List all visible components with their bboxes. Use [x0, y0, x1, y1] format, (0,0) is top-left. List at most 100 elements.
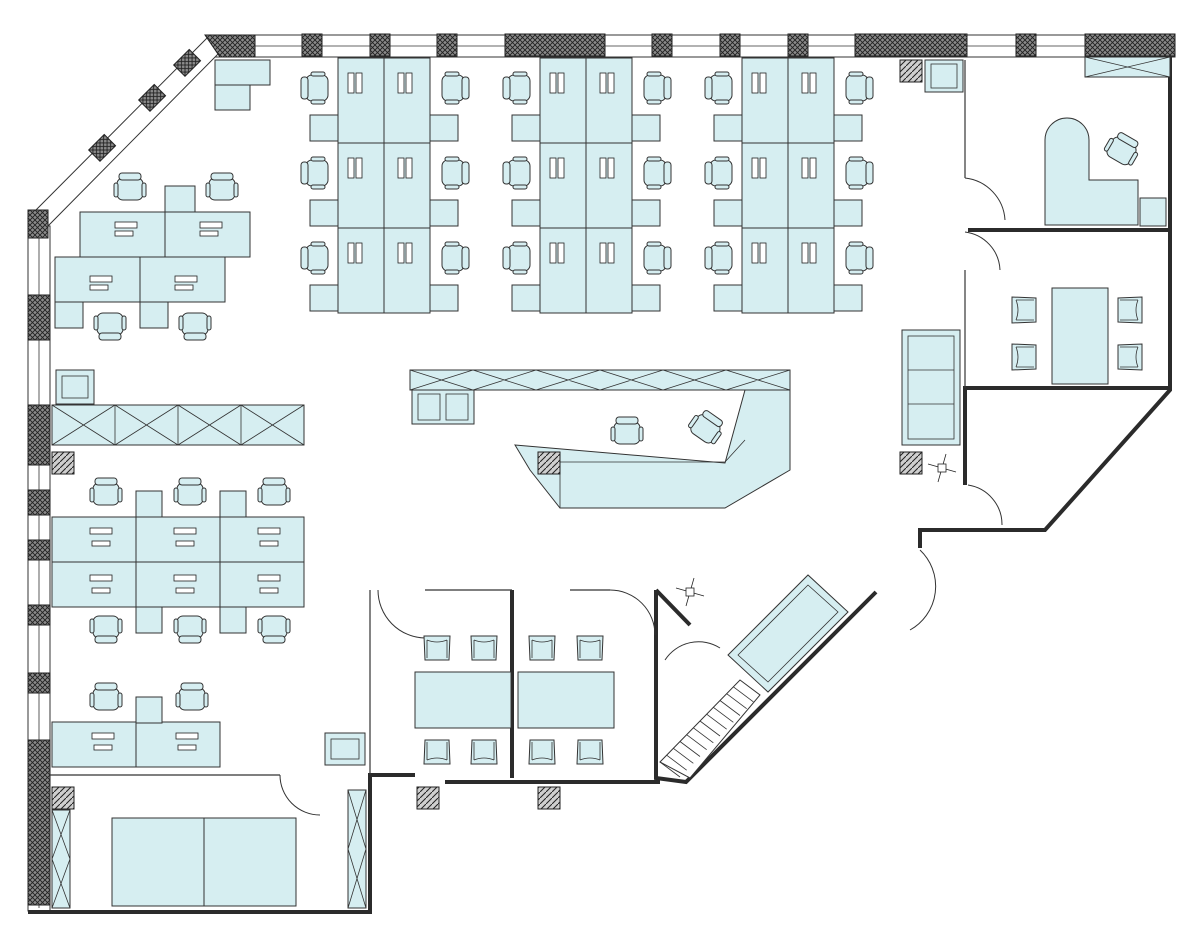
monitor-icon	[599, 157, 607, 179]
monitor-icon	[759, 242, 767, 264]
desk-icon	[511, 114, 541, 142]
chair-icon	[173, 477, 207, 506]
small-cabinets	[55, 59, 964, 766]
monitor-icon	[801, 157, 809, 179]
chair-icon	[643, 156, 672, 190]
monitor-icon	[89, 574, 113, 582]
desk-icon	[741, 227, 789, 314]
desk-icon	[337, 142, 385, 229]
chair-icon	[300, 241, 329, 275]
workstation-desks	[51, 57, 1082, 865]
door-swing-icon	[377, 589, 426, 639]
desk-icon	[585, 227, 633, 314]
chair-icon	[441, 156, 470, 190]
monitor-icon	[549, 157, 557, 179]
desk-icon	[429, 199, 459, 227]
desk-icon	[219, 490, 247, 518]
monitor-icon	[759, 157, 767, 179]
chair-icon	[528, 635, 556, 661]
facade-columns	[27, 33, 1176, 906]
chair-icon	[89, 615, 123, 644]
desk-icon	[383, 57, 431, 144]
desk-icon	[511, 284, 541, 312]
chair-icon	[257, 615, 291, 644]
sofa-icon	[727, 329, 961, 693]
chair-icon	[1011, 343, 1037, 371]
monitor-icon	[397, 242, 405, 264]
chair-icon	[576, 739, 604, 765]
monitor-icon	[557, 242, 565, 264]
monitor-icon	[405, 157, 413, 179]
door-swings	[279, 177, 1006, 816]
monitor-icon	[801, 242, 809, 264]
storage-cabinets	[51, 56, 1171, 909]
desk-icon	[833, 114, 863, 142]
monitor-icon	[91, 540, 111, 547]
chair-icon	[1117, 296, 1143, 324]
chair-icon	[576, 635, 604, 661]
monitor-icon	[89, 284, 109, 291]
monitor-icon	[91, 587, 111, 594]
monitor-icon	[549, 242, 557, 264]
monitor-icon	[177, 744, 197, 751]
monitor-icon	[259, 587, 279, 594]
desk-icon	[741, 142, 789, 229]
monitor-icon	[199, 230, 219, 237]
monitor-icon	[114, 221, 138, 229]
monitor-icon	[174, 275, 198, 283]
manager-desks	[111, 117, 1167, 907]
monitor-icon	[809, 242, 817, 264]
chair-icon	[845, 241, 874, 275]
monitor-icon	[557, 72, 565, 94]
chair-icon	[173, 615, 207, 644]
chair-icon	[205, 172, 239, 201]
door-swing-icon	[967, 484, 1003, 526]
monitor-icon	[607, 242, 615, 264]
desk-icon	[135, 606, 163, 634]
monitor-icon	[405, 242, 413, 264]
desk-icon	[135, 561, 221, 608]
chair-icon	[89, 682, 123, 711]
chair-icon	[441, 71, 470, 105]
desk-icon	[135, 490, 163, 518]
monitor-icon	[89, 527, 113, 535]
desk-icon	[713, 284, 743, 312]
door-swing-icon	[964, 231, 1001, 271]
monitor-icon	[549, 72, 557, 94]
door-swing-icon	[964, 177, 1006, 221]
monitor-icon	[174, 284, 194, 291]
monitor-icon	[397, 157, 405, 179]
monitor-icon	[199, 221, 223, 229]
desk-icon	[135, 696, 163, 724]
desk-icon	[741, 57, 789, 144]
monitor-icon	[173, 574, 197, 582]
chair-icon	[704, 156, 733, 190]
chair-icon	[845, 156, 874, 190]
door-swing-icon	[609, 589, 656, 636]
monitor-icon	[355, 72, 363, 94]
desk-icon	[135, 516, 221, 563]
chair-icon	[423, 635, 451, 661]
chair-icon	[423, 739, 451, 765]
desk-icon	[309, 284, 339, 312]
meeting-tables	[414, 287, 1109, 729]
desk-icon	[337, 57, 385, 144]
desk-icon	[585, 142, 633, 229]
chair-icon	[300, 156, 329, 190]
monitor-icon	[751, 242, 759, 264]
monitor-icon	[257, 527, 281, 535]
desk-icon	[631, 114, 661, 142]
chair-icon	[643, 241, 672, 275]
reception-desk	[411, 389, 791, 509]
desk-icon	[631, 199, 661, 227]
desk-icon	[135, 721, 221, 768]
monitor-icon	[114, 230, 134, 237]
chair-icon	[1011, 296, 1037, 324]
chair-icon	[1117, 343, 1143, 371]
monitor-icon	[599, 242, 607, 264]
chair-icon	[643, 71, 672, 105]
office-chairs	[89, 71, 1143, 863]
chair-icon	[89, 477, 123, 506]
desk-icon	[383, 227, 431, 314]
chair-icon	[528, 739, 556, 765]
